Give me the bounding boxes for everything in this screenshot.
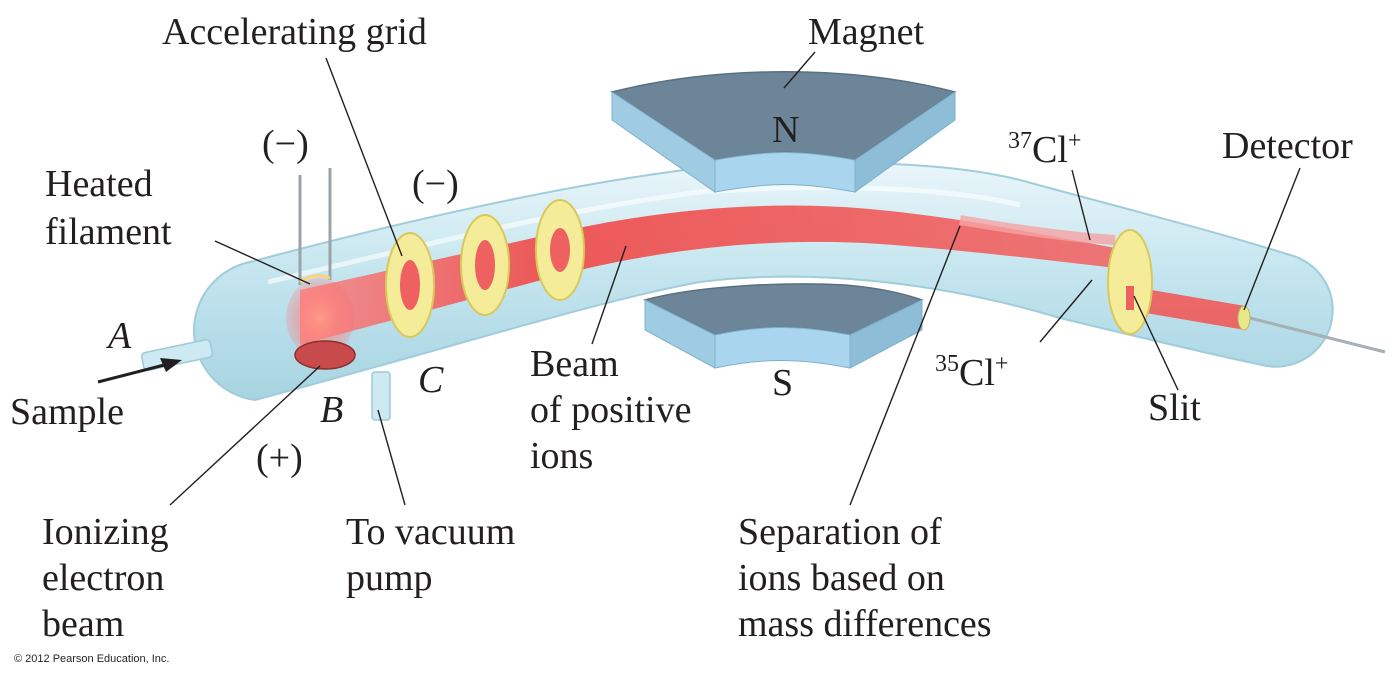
beam-label-line3: ions [530, 435, 593, 477]
slit-label: Slit [1148, 387, 1201, 429]
plate-polarity-label: (+) [256, 437, 303, 479]
separation-label-line1: Separation of [738, 511, 942, 553]
ionizing-label-line1: Ionizing [42, 511, 169, 553]
ionizing-label-line3: beam [42, 603, 124, 645]
beam-label-line2: of positive [530, 389, 691, 431]
vacuum-pump-label-line1: To vacuum [346, 511, 515, 553]
vacuum-pump-label-line2: pump [346, 557, 433, 599]
cl35-label: 35Cl+ [935, 351, 1008, 394]
grid-c-label: C [418, 359, 444, 401]
cl37-label: 37Cl+ [1008, 128, 1081, 171]
heated-filament-label-line1: Heated [45, 163, 153, 205]
magnet-north-pole [610, 71, 957, 193]
slit-plate [1107, 229, 1153, 335]
beam-label-line1: Beam [530, 343, 619, 385]
cl35-mass: 35 [935, 351, 959, 377]
magnet-label: Magnet [808, 11, 925, 53]
detector [1237, 305, 1386, 354]
detector-label: Detector [1222, 125, 1353, 167]
cl37-mass: 37 [1008, 128, 1032, 154]
leader-lines [169, 51, 1301, 506]
cl37-charge: + [1068, 128, 1082, 154]
ion-beam [286, 205, 1245, 358]
vacuum-port [371, 371, 391, 421]
ionizing-label-line2: electron [42, 557, 164, 599]
port-a-label: A [105, 315, 132, 357]
sample-arrow [97, 358, 182, 384]
accelerating-grid-2 [460, 214, 510, 316]
separation-label-line2: ions based on [738, 557, 945, 599]
separation-label-line3: mass differences [738, 603, 992, 645]
filament-polarity-label: (−) [262, 123, 309, 165]
cl37-symbol: Cl [1032, 129, 1068, 171]
copyright-notice: © 2012 Pearson Education, Inc. [14, 653, 169, 665]
accelerating-grid-1 [385, 232, 435, 338]
accelerating-grid-label: Accelerating grid [162, 11, 427, 53]
plate-b-label: B [320, 389, 343, 431]
magnet-south-pole [642, 283, 924, 369]
cl35-charge: + [995, 351, 1009, 377]
heated-filament-label-line2: filament [45, 211, 172, 253]
grid-polarity-label: (−) [412, 163, 459, 205]
cl35-symbol: Cl [959, 352, 995, 394]
sample-port [140, 338, 214, 372]
north-pole-label: N [772, 109, 799, 151]
south-pole-label: S [772, 362, 793, 404]
sample-label: Sample [10, 391, 124, 433]
accelerating-grid-3 [535, 199, 585, 301]
electrode-plate-b [294, 340, 356, 370]
